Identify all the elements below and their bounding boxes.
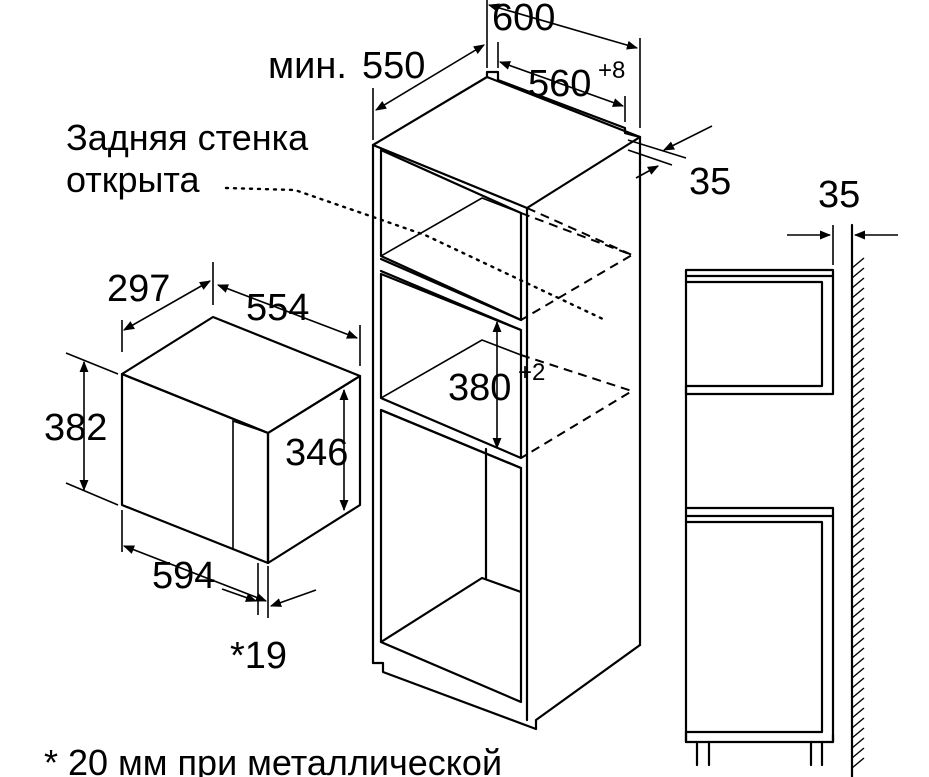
cabinet-dimensions: [372, 0, 713, 450]
microwave-top-face: [120, 315, 362, 435]
footnote: * 20 мм при металлической: [44, 742, 502, 777]
microwave-dimensions: [65, 262, 361, 618]
label-382: 382: [44, 407, 107, 449]
label-19: *19: [230, 635, 287, 677]
label-min-prefix: мин.: [268, 45, 347, 87]
microwave-front-face: [120, 372, 270, 565]
dim-line-560: [498, 61, 625, 107]
rear-wall-label-line2: открыта: [66, 159, 200, 200]
label-550: 550: [362, 45, 425, 87]
microwave-unit: [120, 315, 362, 565]
label-35-gap: 35: [818, 174, 860, 216]
dim-line-554: [216, 284, 359, 339]
label-35-side: 35: [689, 161, 731, 203]
label-594: 594: [152, 555, 215, 597]
side-view-cabinet: [684, 268, 835, 767]
wall-hatching: [850, 223, 865, 777]
label-600: 600: [492, 0, 555, 39]
rear-wall-leader: [224, 186, 607, 322]
microwave-niche: [379, 272, 523, 460]
dim-line-297: [123, 280, 211, 331]
upper-compartment: [379, 148, 523, 322]
label-346: 346: [285, 432, 348, 474]
side-view-dimensions: [787, 225, 898, 265]
label-297: 297: [107, 268, 170, 310]
dim-line-594: [122, 545, 268, 602]
label-560-tolerance: +8: [598, 57, 625, 84]
microwave-control-panel: [232, 419, 269, 565]
lower-compartment: [379, 408, 523, 704]
dim-line-550: [375, 44, 485, 111]
dim-line-600: [487, 3, 639, 50]
label-380: 380: [448, 367, 511, 409]
label-560: 560: [528, 63, 591, 105]
rear-wall-label-line1: Задняя стенка: [66, 117, 309, 158]
label-380-tolerance: +2: [518, 359, 545, 386]
label-554: 554: [246, 287, 309, 329]
tall-cabinet: [371, 70, 642, 731]
